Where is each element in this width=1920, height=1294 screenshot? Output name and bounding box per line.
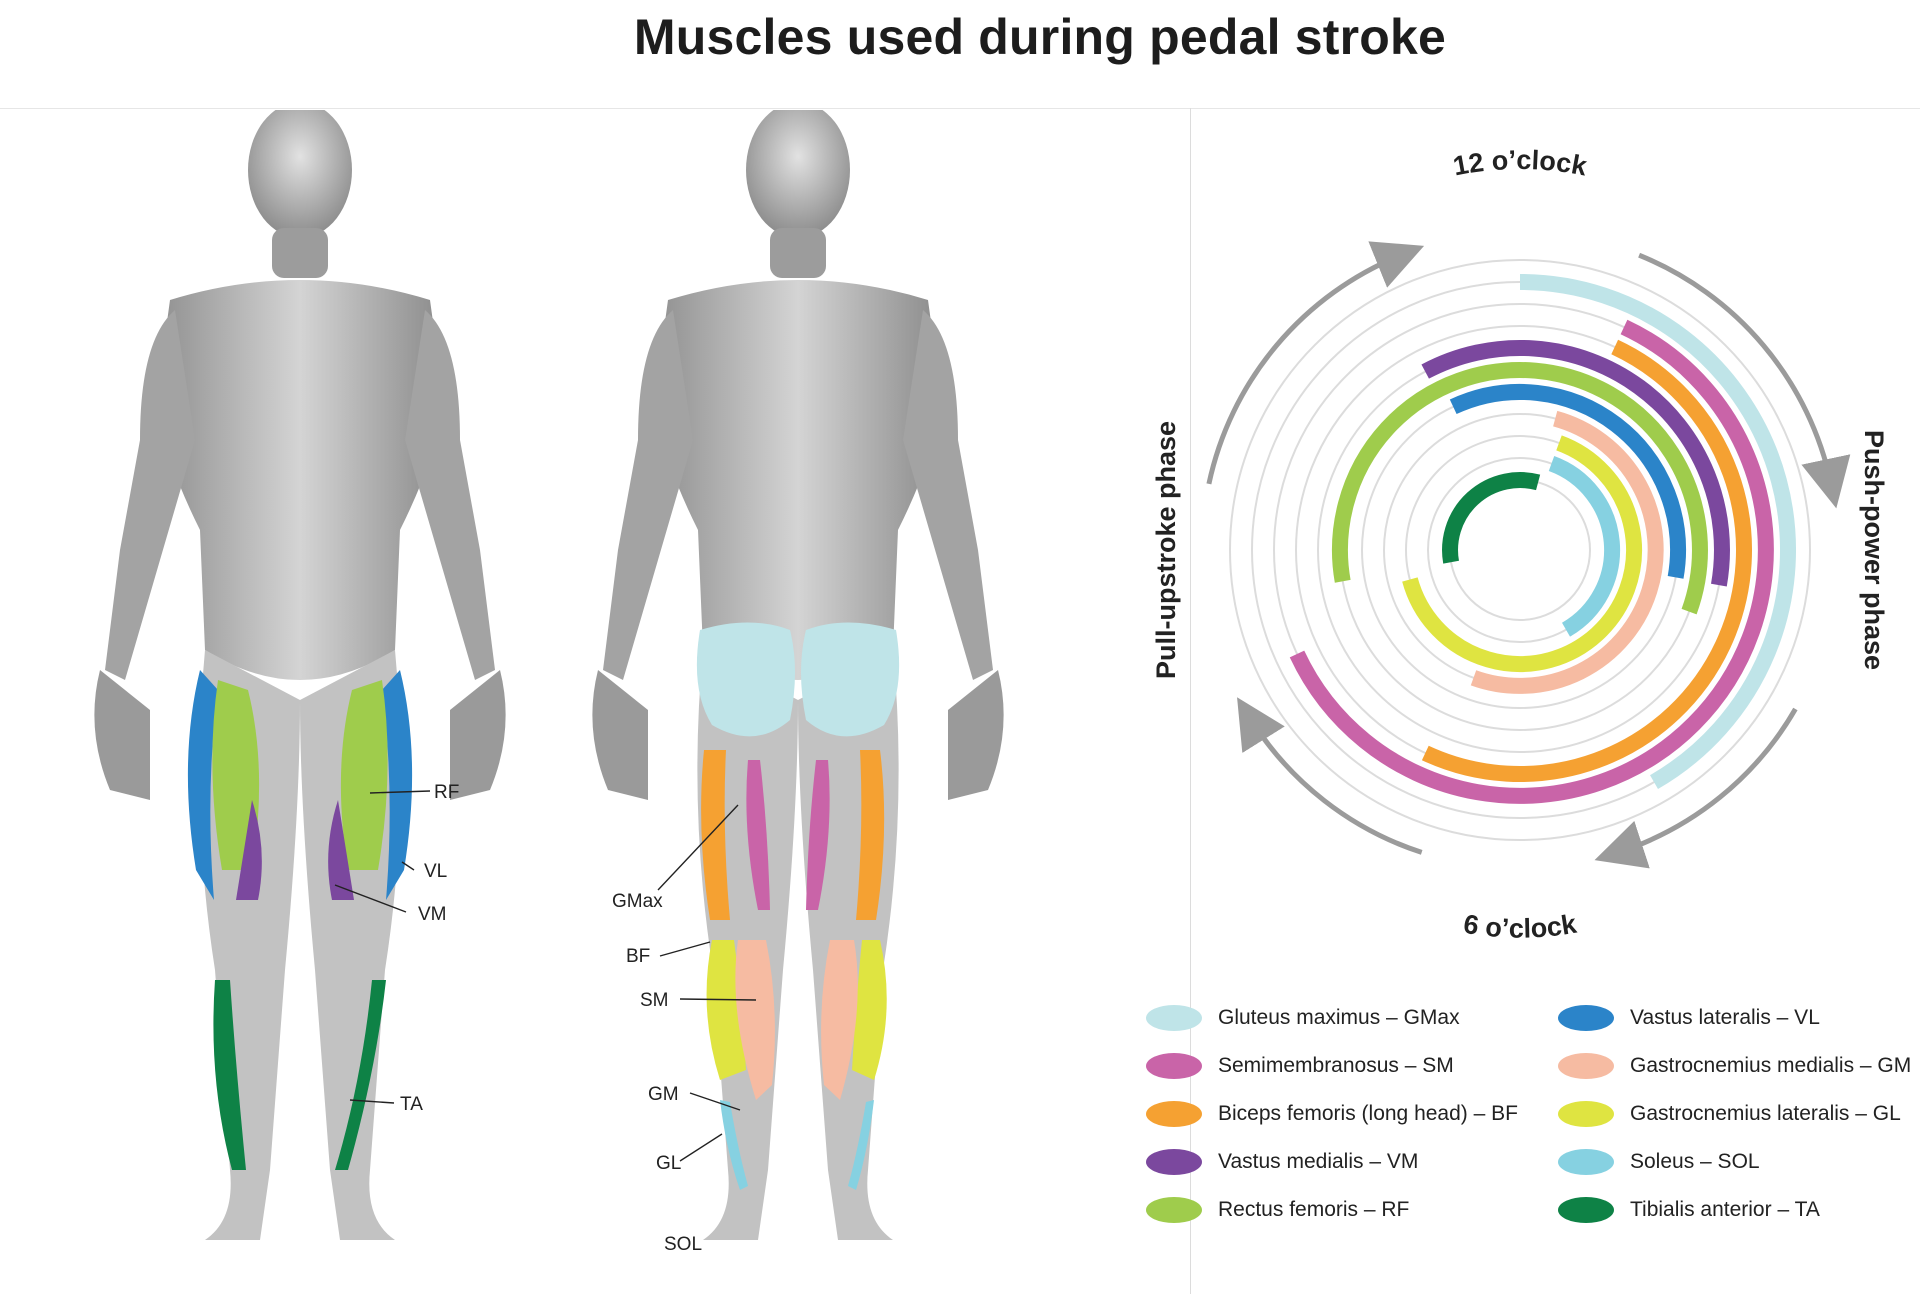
front-vastus-medialis-left [236,800,262,900]
phase-arrow [1638,252,1851,509]
phase-arrow [1206,241,1425,485]
label-vl: VL [424,861,447,882]
legend-swatch [1146,1005,1202,1031]
front-rectus-femoris-left [212,680,260,870]
back-soleus-left [720,1100,748,1190]
label-gm: GM [648,1084,679,1105]
label-12-oclock: 12 o’clock [1451,145,1590,182]
legend-item: Vastus medialis – VM [1146,1140,1418,1184]
legend-swatch [1558,1101,1614,1127]
legend-item: Rectus femoris – RF [1146,1188,1409,1232]
activation-arc-vm [1421,340,1730,587]
label-rf: RF [434,782,459,803]
legend: Gluteus maximus – GMax Vastus lateralis –… [1146,996,1920,1266]
label-ta: TA [400,1094,423,1115]
back-biceps-femoris-right [856,750,885,920]
legend-label: Vastus lateralis – VL [1630,1006,1820,1029]
front-vastus-lateralis-left [187,670,218,900]
phase-arrow [1594,707,1798,869]
back-semimembranosus-left [746,760,770,910]
legend-label: Gluteus maximus – GMax [1218,1006,1460,1029]
guide-ring [1229,259,1811,841]
activation-arc-gmax [1519,274,1796,790]
back-gastrocnemius-lateralis-right [852,940,887,1080]
legend-item: Gluteus maximus – GMax [1146,996,1460,1040]
back-figure: GMax BF SM GM GL SOL [592,110,1004,1255]
label-sol: SOL [664,1234,702,1255]
back-gastrocnemius-medialis-left [735,940,775,1100]
legend-label: Tibialis anterior – TA [1630,1198,1820,1221]
activation-arc-gm [1470,410,1664,694]
legend-label: Soleus – SOL [1630,1150,1760,1173]
activation-arc-ta [1442,472,1541,564]
label-gl: GL [656,1153,681,1174]
phase-arrows [1206,241,1851,869]
legend-swatch [1146,1149,1202,1175]
legend-swatch [1146,1197,1202,1223]
back-soleus-right [848,1100,874,1190]
back-gastrocnemius-medialis-right [821,940,858,1100]
legend-swatch [1558,1005,1614,1031]
activation-arc-bf [1421,339,1752,782]
legend-item: Semimembranosus – SM [1146,1044,1454,1088]
label-bf: BF [626,946,650,967]
panel-divider [1190,108,1191,1294]
label-gmax: GMax [612,891,663,912]
legend-label: Semimembranosus – SM [1218,1054,1454,1077]
label-sm: SM [640,990,669,1011]
label-push-power-phase: Push-power phase [1859,430,1889,670]
phase-arrow [1237,697,1423,855]
legend-swatch [1558,1053,1614,1079]
legend-swatch [1558,1197,1614,1223]
legend-item: Gastrocnemius lateralis – GL [1558,1092,1901,1136]
legend-label: Vastus medialis – VM [1218,1150,1419,1173]
back-gluteus-maximus-right [801,622,900,737]
activation-arcs [1289,274,1796,804]
activation-arc-vl [1449,384,1686,579]
activation-arc-gl [1402,435,1643,673]
legend-item: Soleus – SOL [1558,1140,1760,1184]
header-divider [0,108,1920,109]
label-pull-upstroke-phase: Pull-upstroke phase [1151,421,1181,679]
legend-label: Biceps femoris (long head) – BF [1218,1102,1518,1125]
page-title: Muscles used during pedal stroke [633,9,1447,65]
legend-item: Vastus lateralis – VL [1558,996,1820,1040]
back-biceps-femoris-left [701,750,730,920]
front-tibialis-anterior-left [213,980,246,1170]
activation-arc-sol [1548,455,1621,637]
anatomy-figures: RF VL VM TA [94,110,1004,1255]
legend-item: Gastrocnemius medialis – GM [1558,1044,1911,1088]
legend-item: Tibialis anterior – TA [1558,1188,1820,1232]
activation-wheel: 12 o’clock 6 o’clock Push-power phase Pu… [1151,145,1889,944]
back-gluteus-maximus-left [696,622,795,737]
legend-label: Gastrocnemius lateralis – GL [1630,1102,1901,1125]
front-vastus-lateralis-right [382,670,413,900]
legend-swatch [1146,1053,1202,1079]
label-6-oclock: 6 o’clock [1461,909,1579,944]
front-tibialis-anterior-right [335,980,386,1170]
front-rectus-femoris-right [340,680,388,870]
legend-item: Biceps femoris (long head) – BF [1146,1092,1518,1136]
front-vastus-medialis-right [328,800,354,900]
back-semimembranosus-right [806,760,830,910]
front-figure: RF VL VM TA [94,110,506,1240]
label-vm: VM [418,904,447,925]
activation-arc-rf [1331,362,1708,615]
legend-label: Gastrocnemius medialis – GM [1630,1054,1912,1077]
legend-label: Rectus femoris – RF [1218,1198,1410,1221]
activation-arc-sm [1289,319,1774,804]
legend-swatch [1146,1101,1202,1127]
legend-swatch [1558,1149,1614,1175]
